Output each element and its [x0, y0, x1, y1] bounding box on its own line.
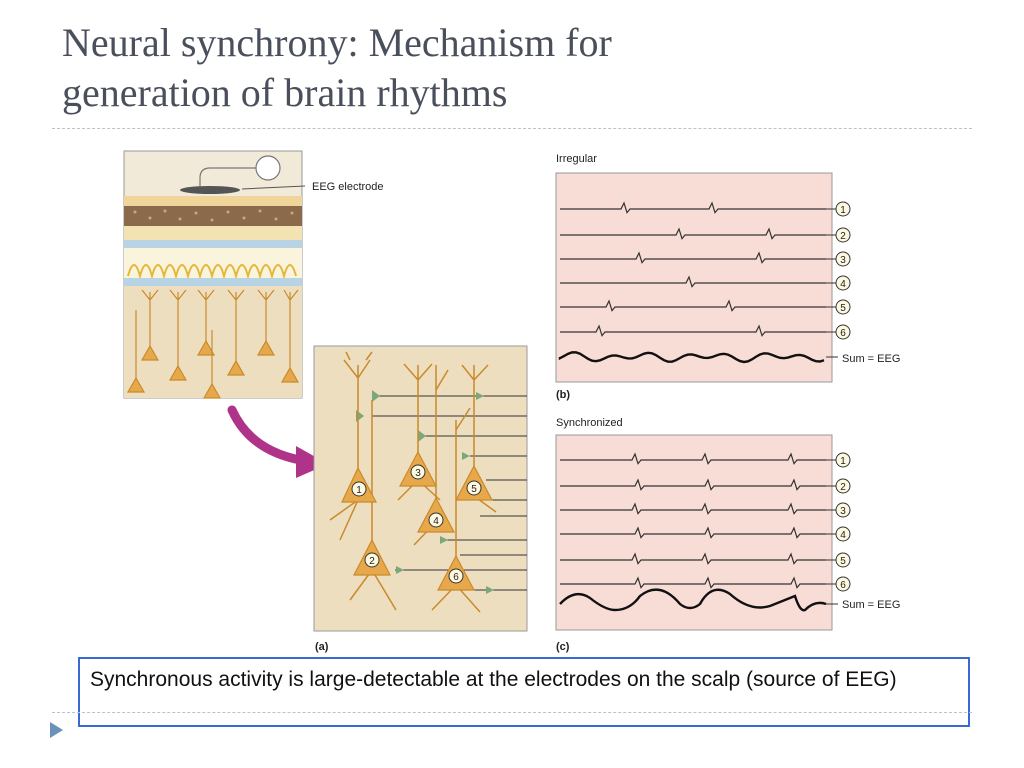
title-divider: [52, 128, 972, 129]
panel-b-channel-3: 3: [835, 251, 851, 267]
panel-c-trace-6: [560, 576, 826, 589]
bullet-arrow-icon: [50, 722, 63, 738]
panel-b-sum-label: Sum = EEG: [842, 353, 900, 365]
panel-b-label: (b): [556, 389, 570, 401]
svg-text:3: 3: [840, 506, 846, 517]
panel-b-sum-trace: [558, 351, 825, 364]
panel-b-trace-1: [560, 201, 826, 214]
panel-c-sum-trace: [559, 588, 827, 612]
svg-text:2: 2: [369, 556, 375, 567]
neuron-5-badge: 5: [466, 480, 482, 496]
panel-c-channel-1: 1: [835, 452, 851, 468]
electrode-disc-icon: [255, 155, 281, 181]
panel-c-heading: Synchronized: [556, 417, 623, 429]
panel-b-channel-1: 1: [835, 201, 851, 217]
neuron-detail: [313, 345, 528, 632]
panel-b-channel-2: 2: [835, 227, 851, 243]
panel-b-trace-5: [560, 299, 826, 312]
panel-b-channel-6: 6: [835, 324, 851, 340]
svg-text:2: 2: [840, 231, 846, 242]
panel-b-trace-4: [560, 275, 826, 288]
svg-text:6: 6: [840, 580, 846, 591]
panel-b-trace-3: [560, 251, 826, 264]
svg-text:1: 1: [840, 205, 846, 216]
panel-c-sum-label: Sum = EEG: [842, 599, 900, 611]
neuron-6-badge: 6: [448, 568, 464, 584]
svg-text:5: 5: [471, 484, 477, 495]
panel-b-trace-6: [560, 324, 826, 337]
svg-text:6: 6: [453, 572, 459, 583]
scalp-cross-section: [123, 150, 306, 399]
svg-text:4: 4: [840, 530, 846, 541]
svg-text:2: 2: [840, 482, 846, 493]
svg-text:5: 5: [840, 303, 846, 314]
panel-c-trace-5: [560, 552, 826, 565]
svg-text:3: 3: [840, 255, 846, 266]
panel-b-trace-2: [560, 227, 826, 240]
panel-c-trace-2: [560, 478, 826, 491]
svg-text:4: 4: [840, 279, 846, 290]
zoom-arrow-icon: [227, 405, 328, 478]
eeg-figure: EEG electrode: [123, 150, 900, 653]
neuron-3-badge: 3: [410, 464, 426, 480]
electrode-label: EEG electrode: [312, 181, 384, 193]
panel-c-channel-2: 2: [835, 478, 851, 494]
title-line-1: Neural synchrony: Mechanism for: [62, 20, 612, 65]
panel-c-trace-1: [560, 452, 826, 465]
slide-title: Neural synchrony: Mechanism for generati…: [62, 18, 962, 118]
panel-b-heading: Irregular: [556, 153, 597, 165]
neuron-1-badge: 1: [351, 481, 367, 497]
svg-text:6: 6: [840, 328, 846, 339]
panel-c-channel-6: 6: [835, 576, 851, 592]
neuron-4-badge: 4: [428, 512, 444, 528]
panel-c-trace-4: [560, 526, 826, 539]
panel-a-label: (a): [315, 641, 329, 653]
svg-text:4: 4: [433, 516, 439, 527]
panel-c-trace-3: [560, 502, 826, 515]
panel-c-channel-5: 5: [835, 552, 851, 568]
panel-c-channel-3: 3: [835, 502, 851, 518]
panel-c-channel-4: 4: [835, 526, 851, 542]
svg-text:1: 1: [840, 456, 846, 467]
electrode-icon: [180, 186, 240, 194]
panel-b-channel-5: 5: [835, 299, 851, 315]
svg-text:5: 5: [840, 556, 846, 567]
panel-c-channel-badges: 1 2 3 4 5 6: [835, 452, 851, 592]
panel-c-label: (c): [556, 641, 570, 653]
panel-c-trace-area: [555, 434, 833, 631]
footer-divider: [52, 712, 972, 713]
neuron-2-badge: 2: [364, 552, 380, 568]
panel-b-traces: [558, 201, 838, 364]
panel-b-channel-4: 4: [835, 275, 851, 291]
neuron-number-labels: 1 2 3 4 5 6: [351, 464, 482, 584]
panel-b-trace-area: [555, 172, 833, 383]
title-line-2: generation of brain rhythms: [62, 70, 508, 115]
caption-box: Synchronous activity is large-detectable…: [78, 657, 970, 727]
svg-text:1: 1: [356, 485, 362, 496]
panel-b-channel-badges: 1 2 3 4 5 6: [835, 201, 851, 340]
svg-text:3: 3: [415, 468, 421, 479]
panel-c-traces: [559, 452, 838, 612]
